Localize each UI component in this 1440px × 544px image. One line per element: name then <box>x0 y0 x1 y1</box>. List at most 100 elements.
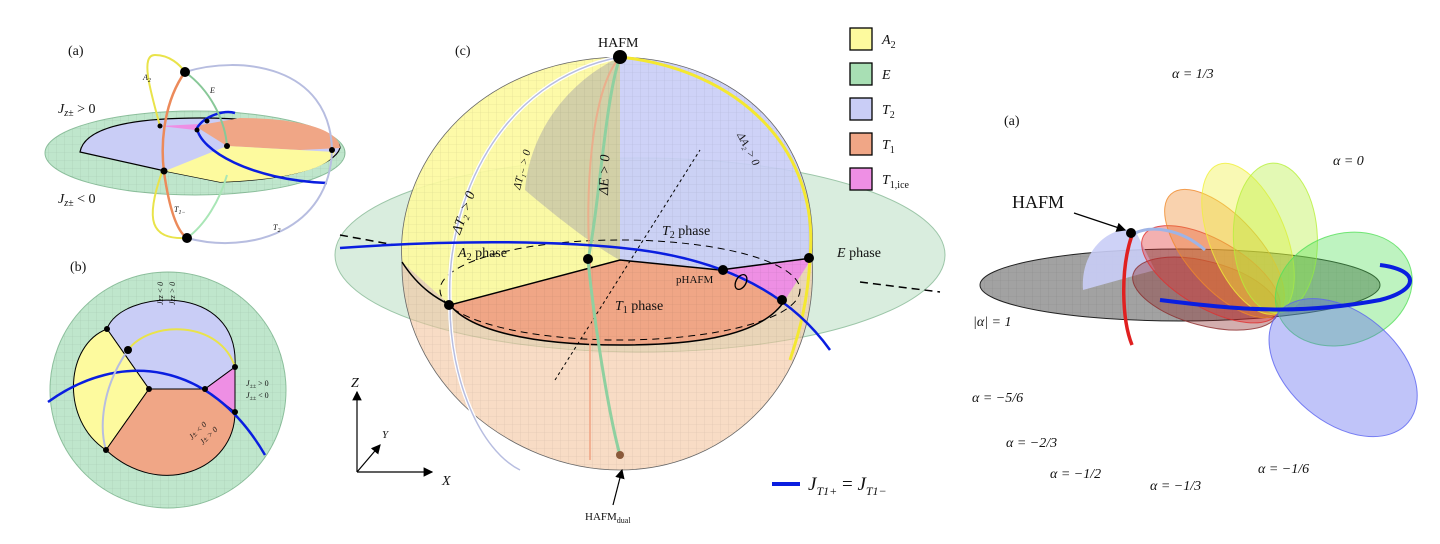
phase-t2-label: T2 phase <box>662 224 710 241</box>
alpha-labels: α = 1/3 α = 0 |α| = 1 α = −5/6 α = −2/3 α = −… <box>972 67 1364 494</box>
panel-b-node <box>104 326 110 332</box>
line-legend-label: JT1+ = JT1− <box>808 474 887 498</box>
panel-a-t1ice-region <box>160 124 200 130</box>
hafm-dual-node <box>616 451 624 459</box>
panel-a-a2-curve-lower <box>151 171 188 240</box>
alpha-label: α = 0 <box>1333 154 1364 169</box>
panel-a-node <box>194 127 200 133</box>
panel-b-t2-curve <box>101 349 129 451</box>
panel-a-node <box>182 233 192 243</box>
panel-b-boundary-line <box>47 369 267 456</box>
panel-a-boundary-line <box>195 127 328 185</box>
panel-b-label: (b) <box>70 260 87 275</box>
legend-swatch <box>849 97 873 121</box>
legend-item: T1 <box>849 132 895 156</box>
panel-a-node <box>157 123 163 129</box>
legend-item: E <box>849 62 891 86</box>
alpha-label: α = −1/3 <box>1150 479 1201 494</box>
label-a2-curve: A2 <box>142 73 151 84</box>
label-jzz-negative: Jzz < 0 <box>156 282 165 305</box>
y-axis-label: Y <box>382 429 390 441</box>
label-t1m-curve: T1− <box>174 205 186 216</box>
panel-b: (b) Jzz < 0 Jzz > 0 J±± > 0 J±± < 0 J± <… <box>47 260 287 509</box>
sphere-node <box>444 300 454 310</box>
legend-swatch <box>849 167 873 191</box>
panel-a-label: (a) <box>68 44 84 59</box>
phafm-loop <box>734 273 748 291</box>
alpha-label: α = −2/3 <box>1006 436 1057 451</box>
right-hafm-label: HAFM <box>1012 192 1064 212</box>
panel-a-node <box>329 147 335 153</box>
hafm-node <box>613 50 627 64</box>
line-legend: JT1+ = JT1− <box>772 474 887 498</box>
legend-item: A2 <box>849 27 896 51</box>
alpha-surface <box>1268 298 1418 438</box>
label-t2-curve: T2 <box>273 223 280 234</box>
panel-right-label: (a) <box>1004 114 1020 129</box>
phafm-label: pHAFM <box>676 274 714 286</box>
legend-swatch <box>849 62 873 86</box>
panel-c-boundary-line <box>339 240 832 351</box>
blue-ring <box>1159 263 1412 312</box>
panel-a-a2-curve <box>146 53 186 127</box>
label-jpp-negative: J±± < 0 <box>246 391 269 402</box>
red-curve <box>1122 234 1134 346</box>
disc-dashed-right <box>859 281 941 293</box>
phase-e-label: E phase <box>836 246 881 261</box>
legend-label: T1 <box>882 138 895 156</box>
panel-a-t1-region <box>195 118 340 150</box>
alpha-petals <box>1132 162 1418 438</box>
delta-t2-curve-edge <box>448 56 621 471</box>
sphere-dashed-circle <box>439 239 801 341</box>
label-jz-negative: Jz± < 0 <box>58 192 96 209</box>
hafm-label: HAFM <box>598 36 639 51</box>
legend-label: A2 <box>881 33 896 51</box>
legend-swatch <box>849 27 873 51</box>
disc-dashed-left <box>339 234 396 246</box>
hafm-dual-label: HAFMdual <box>585 511 631 525</box>
alpha-label: α = −1/2 <box>1050 467 1101 482</box>
right-hafm-arrow <box>1073 212 1127 232</box>
sphere-equator-front <box>449 299 786 346</box>
x-axis-label: X <box>441 474 451 489</box>
axes-triad: Z Y X <box>351 376 451 489</box>
panel-b-node <box>146 386 152 392</box>
panel-a-a2-region <box>165 146 335 182</box>
panel-a-node <box>180 67 190 77</box>
phase-a2-label: A2 phase <box>457 246 507 263</box>
legend-swatch <box>849 132 873 156</box>
panel-b-node <box>232 364 238 370</box>
panel-b-node <box>103 447 109 453</box>
legend-label: T1,ice <box>882 173 910 191</box>
alpha-label: α = 1/3 <box>1172 67 1214 82</box>
panel-a-e-curve <box>184 71 228 147</box>
panel-a-small: (a) A2 E T1− T2 Jz± > 0 Jz± < 0 <box>44 44 346 245</box>
alpha-label: α = −5/6 <box>972 391 1023 406</box>
z-axis-label: Z <box>351 376 359 391</box>
legend-label: E <box>881 68 891 83</box>
alpha-label: α = −1/6 <box>1258 462 1309 477</box>
panel-b-node <box>124 346 132 354</box>
legend-item: T2 <box>849 97 895 121</box>
label-jzz-positive: Jzz > 0 <box>168 282 177 305</box>
y-axis <box>356 444 381 473</box>
label-e-curve: E <box>209 86 215 95</box>
panel-c: (c) HAFM ΔT₂ > 0 ΔT₁₋ > 0 ΔE > 0 ΔA₂ > 0… <box>334 27 946 525</box>
panel-a-node <box>224 143 230 149</box>
light-blue-curve <box>1132 227 1206 252</box>
sphere-node <box>777 295 787 305</box>
panel-a-node <box>160 167 168 175</box>
hafm-dome <box>1082 229 1155 290</box>
right-hafm-node <box>1126 228 1136 238</box>
phase-t1-label: T1 phase <box>615 299 663 316</box>
panel-c-label: (c) <box>455 44 471 59</box>
delta-a2-curve <box>619 55 813 361</box>
panel-b-a2-curve <box>127 328 236 368</box>
panel-b-node <box>202 386 208 392</box>
alpha-label: |α| = 1 <box>973 315 1012 330</box>
sphere-equator-boundaries <box>401 257 813 306</box>
panel-right: (a) HAFM α = 1/3α = 0|α| = 1α = −5/6α = … <box>972 67 1418 494</box>
